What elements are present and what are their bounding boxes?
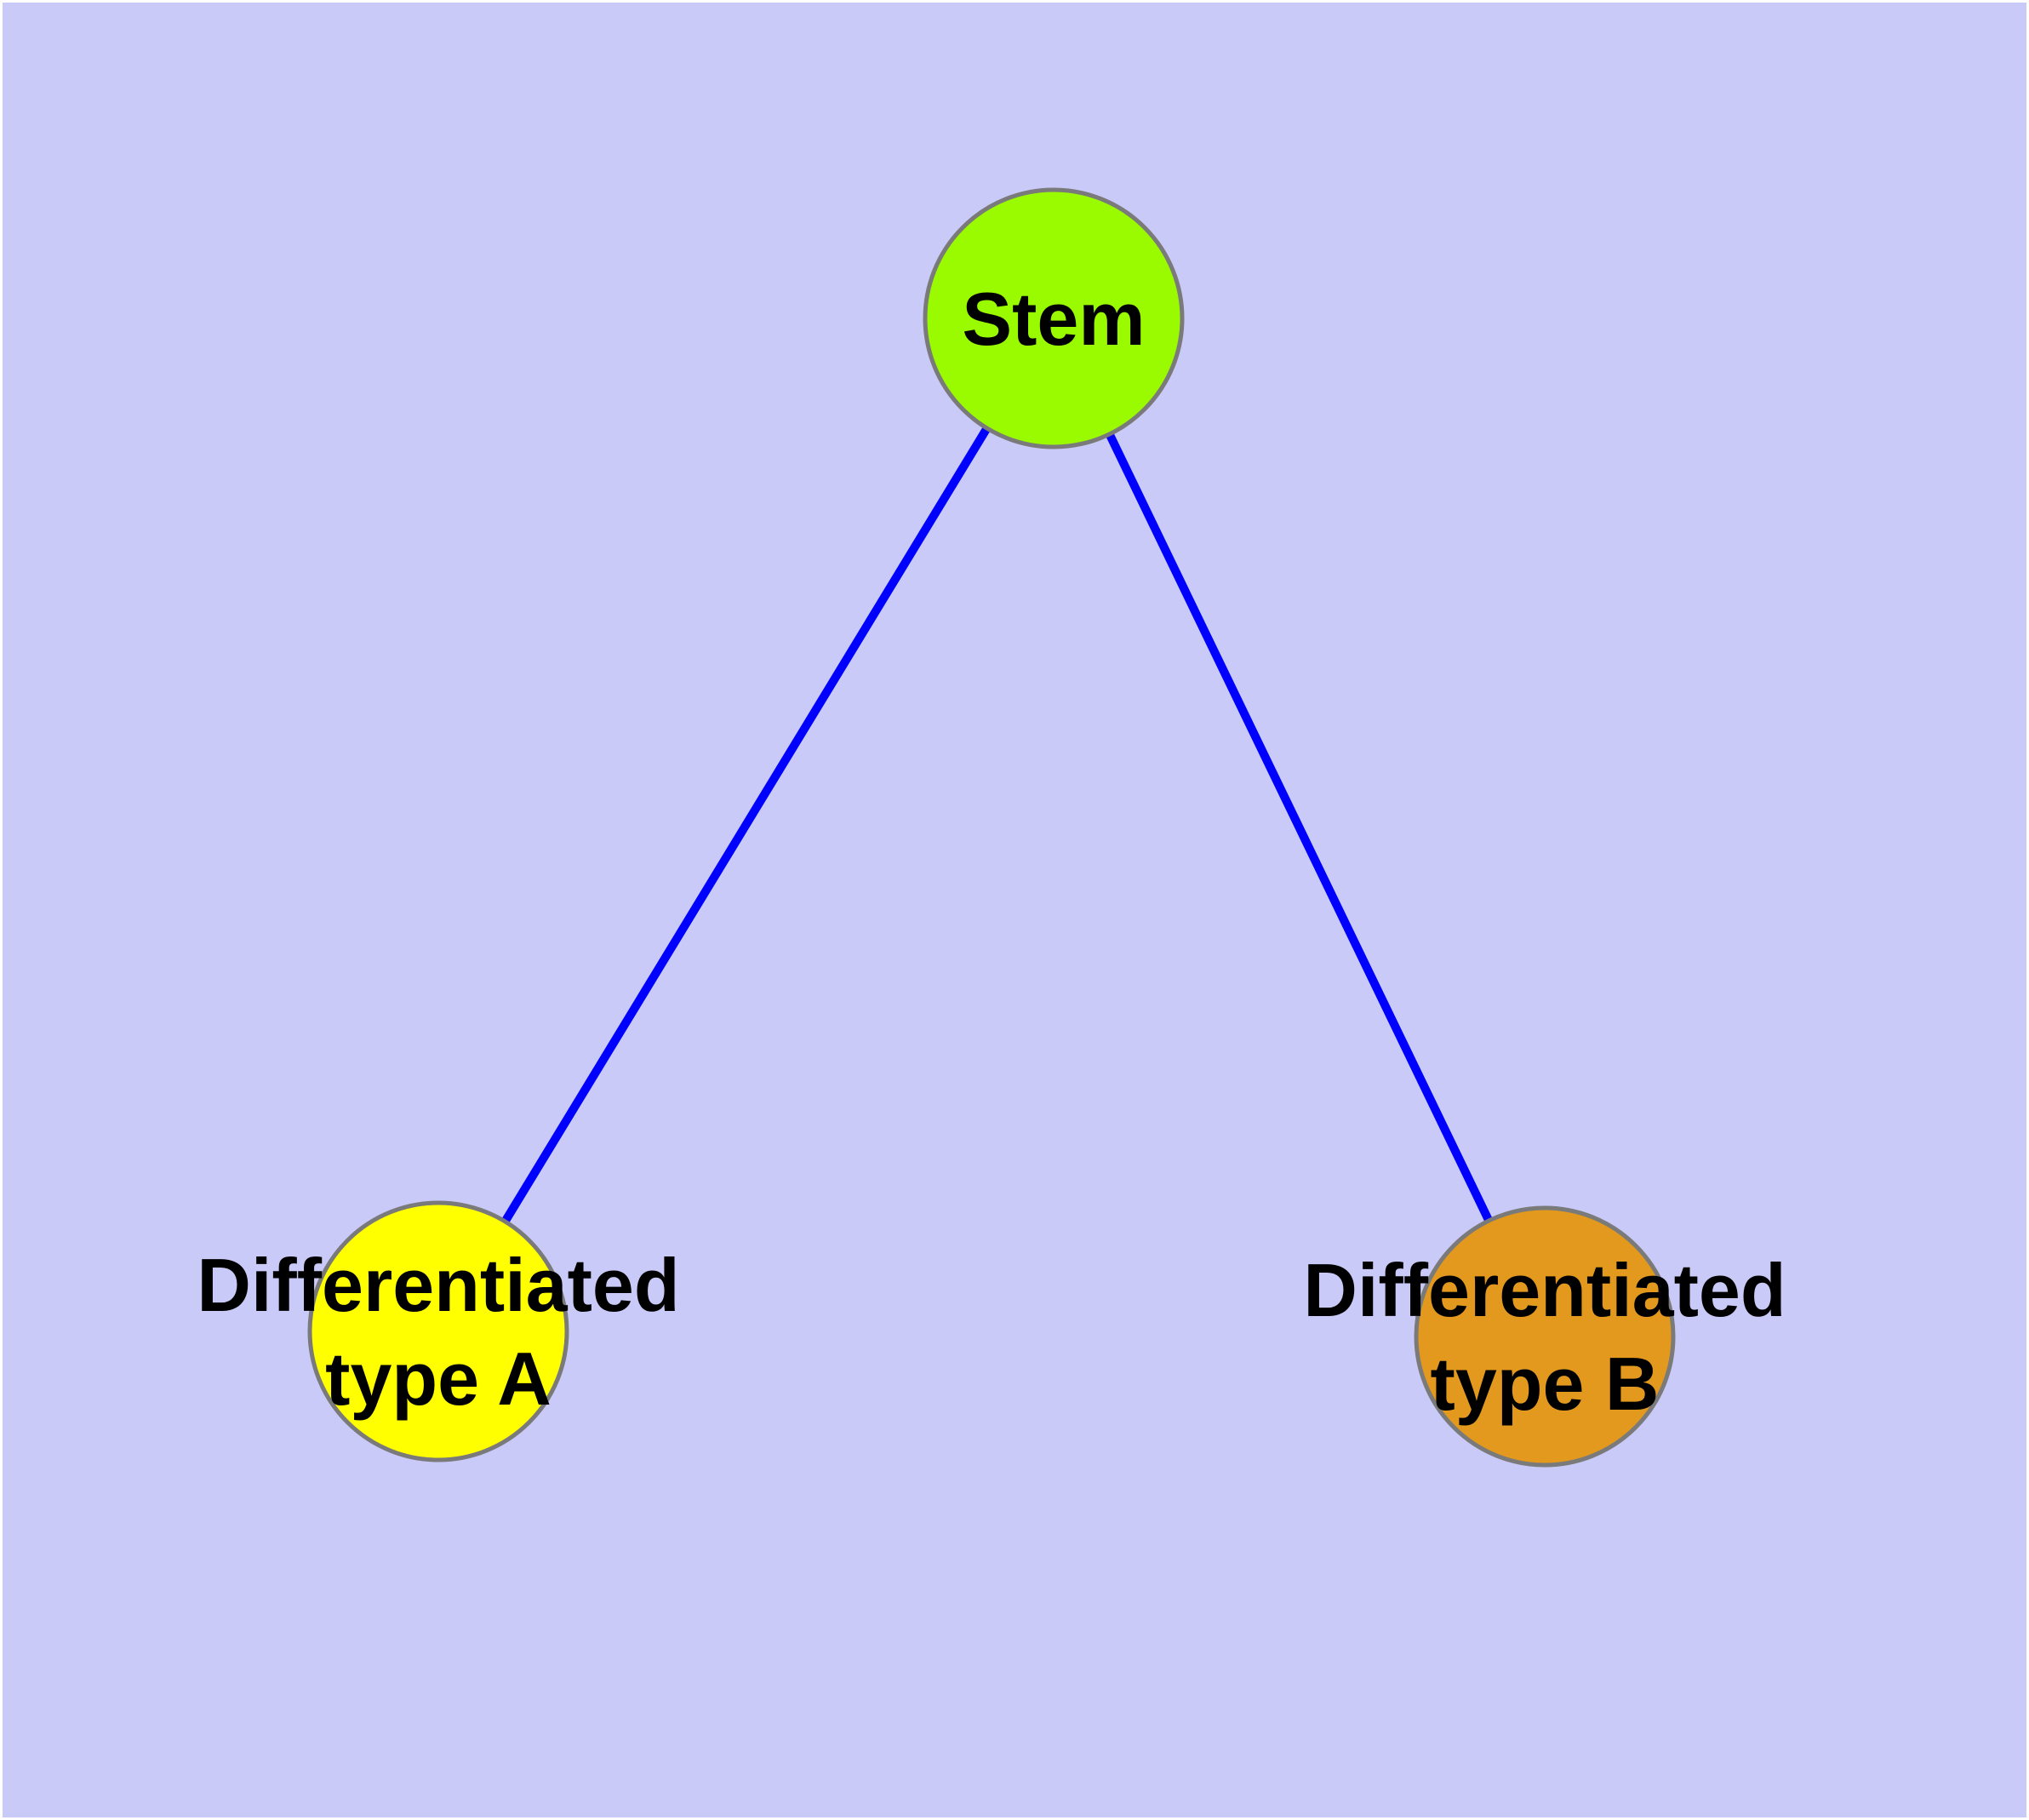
node-label-diff-b-line2: type B: [1431, 1342, 1660, 1426]
node-circle-diff-b: [1414, 1205, 1676, 1468]
graph-edge-stem-diff-a: [434, 316, 1058, 1334]
node-label-diff-a-line1: Differentiated: [197, 1243, 679, 1327]
graph-edge-stem-diff-b: [1049, 316, 1549, 1339]
node-label-stem: Stem: [962, 277, 1145, 361]
node-circle-diff-a: [307, 1200, 569, 1462]
node-label-diff-b-line1: Differentiated: [1303, 1248, 1786, 1332]
node-circle-stem: [923, 187, 1185, 449]
node-label-diff-a-line2: type A: [325, 1336, 552, 1421]
